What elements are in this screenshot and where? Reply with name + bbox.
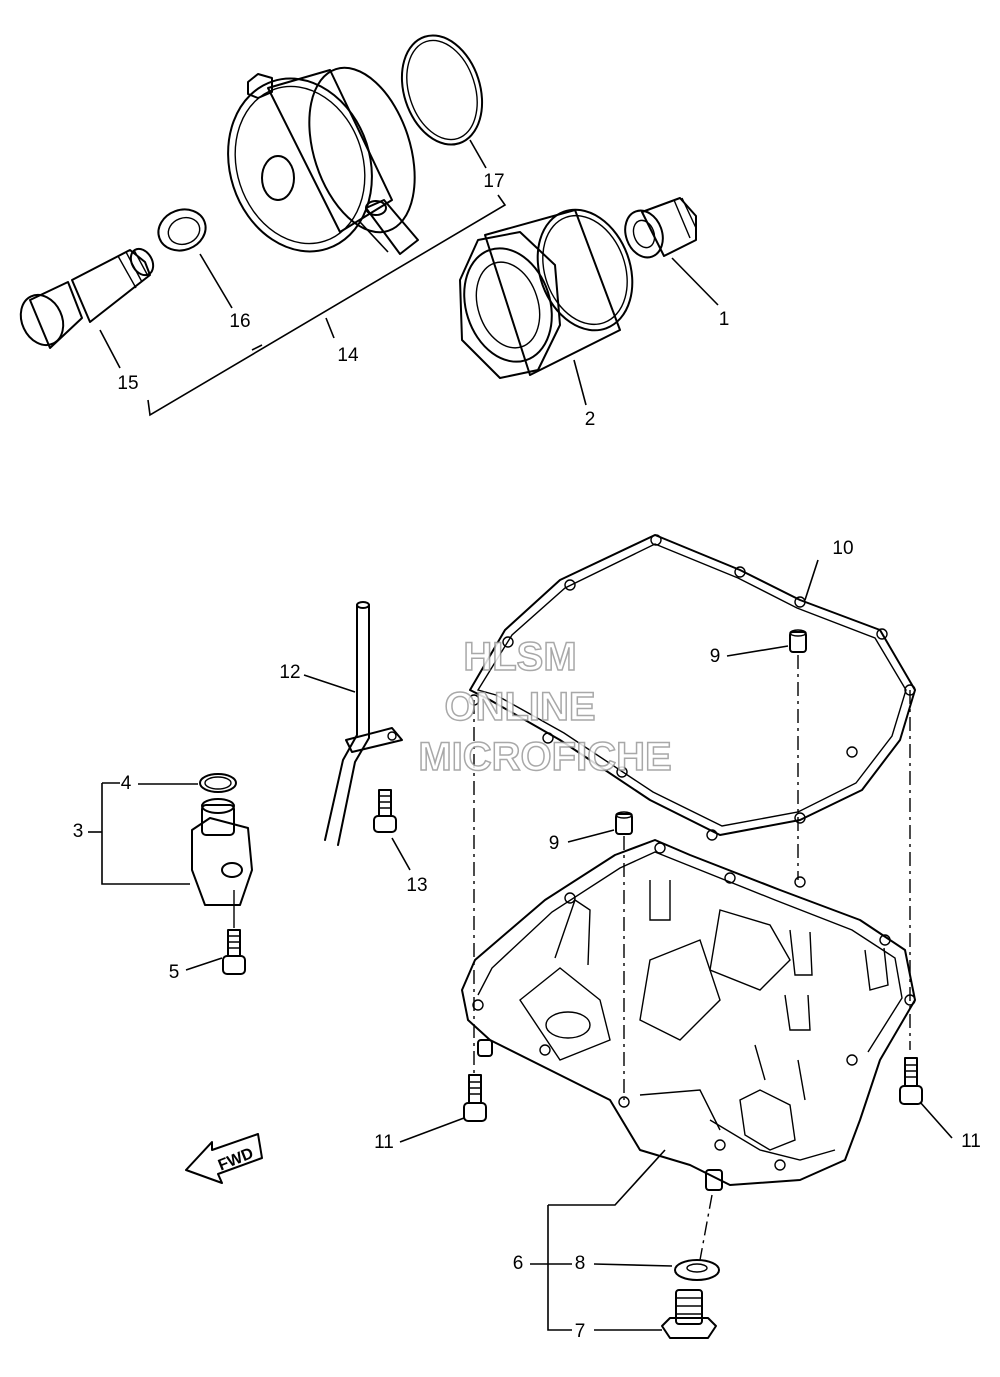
dowel-pin-9-lower (615, 811, 633, 835)
callout-11-right: 11 (961, 1131, 981, 1152)
fwd-direction-arrow: FWD (185, 1133, 263, 1184)
callout-14: 14 (337, 345, 359, 366)
callout-labels: 1 2 3 4 5 6 7 8 9 9 10 11 11 12 13 14 15… (73, 171, 981, 1342)
callout-15: 15 (117, 373, 138, 394)
left-leader-lines (88, 674, 411, 971)
callout-1: 1 (719, 309, 730, 330)
callout-7: 7 (575, 1321, 586, 1342)
o-ring-17 (400, 34, 484, 146)
washer-16 (157, 208, 207, 252)
oil-pan (461, 839, 916, 1191)
watermark-line-2: ONLINE (444, 685, 595, 729)
callout-13: 13 (406, 875, 427, 896)
bolt-5 (222, 929, 246, 975)
watermark-line-3: MICROFICHE (418, 735, 671, 779)
callout-9-upper: 9 (710, 646, 721, 667)
callout-10: 10 (832, 538, 853, 559)
drain-bolt-7 (661, 1289, 717, 1339)
callout-12: 12 (279, 662, 300, 683)
top-leader-lines (99, 139, 719, 417)
relief-valve-3 (191, 798, 253, 906)
washer-8 (674, 1259, 720, 1281)
oil-filter-2 (459, 208, 634, 379)
o-ring-4 (199, 773, 237, 793)
callout-17: 17 (483, 171, 504, 192)
dowel-pin-9-upper (789, 629, 807, 653)
pan-leader-lines (399, 559, 953, 1331)
alignment-lines (473, 655, 911, 1261)
watermark: HLSM ONLINE MICROFICHE (418, 634, 673, 780)
callout-4: 4 (121, 773, 132, 794)
callout-6: 6 (513, 1253, 524, 1274)
callout-2: 2 (585, 409, 596, 430)
union-bolt-1 (624, 197, 697, 259)
callout-8: 8 (575, 1253, 586, 1274)
watermark-line-1: HLSM (463, 635, 576, 679)
union-bolt-15 (19, 247, 155, 349)
fwd-label: FWD (216, 1145, 256, 1174)
callout-11-left: 11 (374, 1132, 394, 1153)
bolt-11-right (899, 1057, 923, 1105)
callout-9-lower: 9 (549, 833, 560, 854)
callout-3: 3 (73, 821, 84, 842)
oil-cooler-14 (227, 66, 419, 255)
oil-pipe-12 (324, 601, 403, 846)
bolt-11-left (463, 1074, 487, 1122)
callout-5: 5 (169, 962, 180, 983)
bolt-13 (373, 789, 397, 833)
gasket-10 (468, 534, 916, 841)
callout-16: 16 (229, 311, 250, 332)
